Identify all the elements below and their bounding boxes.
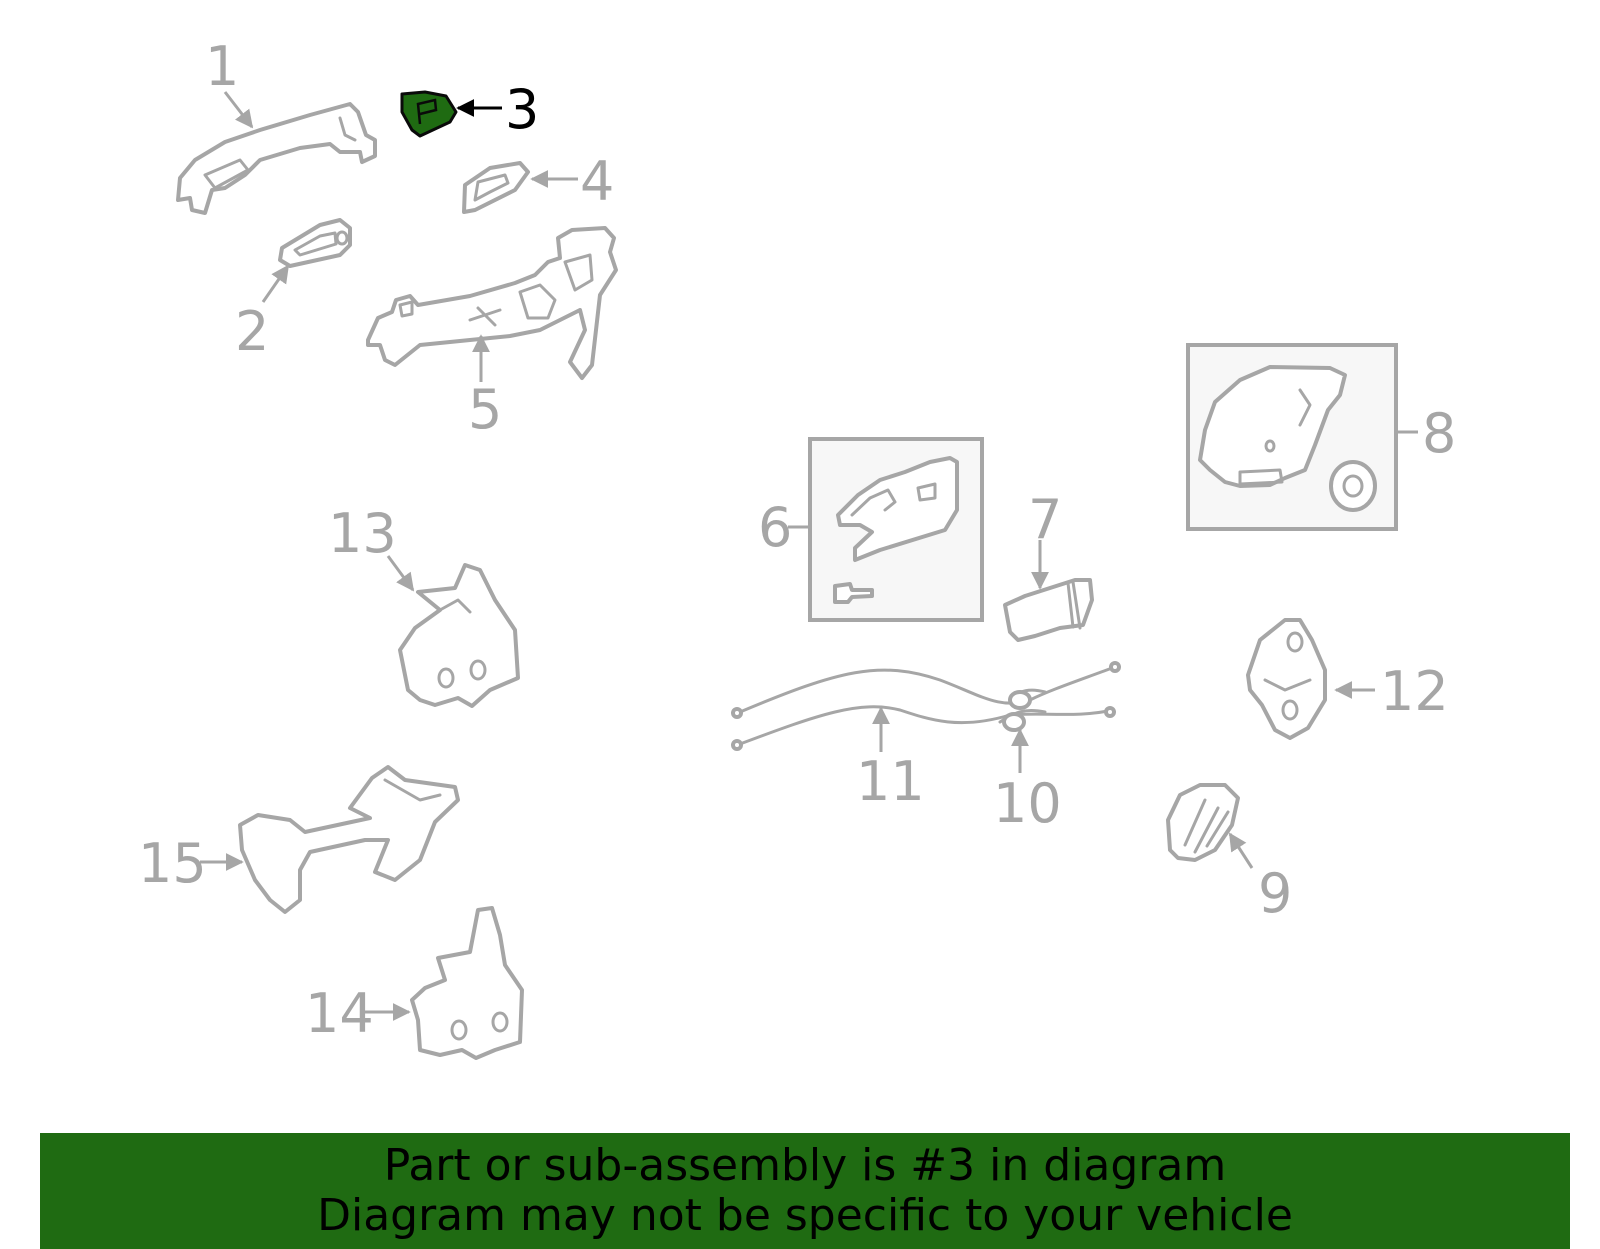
part-2-pad[interactable] — [278, 218, 352, 268]
callout-3: 3 — [505, 78, 539, 141]
part-4-pad[interactable] — [462, 161, 530, 214]
callout-9: 9 — [1258, 862, 1292, 925]
part-9-bumper[interactable] — [1166, 783, 1240, 862]
banner-line-1: Part or sub-assembly is #3 in diagram — [383, 1140, 1227, 1191]
callout-5: 5 — [468, 378, 502, 441]
part-12-striker[interactable] — [1246, 618, 1327, 740]
callout-14: 14 — [305, 982, 374, 1045]
info-banner: Part or sub-assembly is #3 in diagram Di… — [40, 1133, 1570, 1249]
callout-15: 15 — [138, 832, 207, 895]
callout-11: 11 — [856, 750, 925, 813]
callout-13: 13 — [328, 502, 397, 565]
callout-1: 1 — [205, 35, 239, 98]
part-6-lock-cylinder-kit[interactable] — [833, 456, 959, 604]
part-1-outside-handle[interactable] — [176, 102, 377, 215]
callout-10: 10 — [993, 772, 1062, 835]
part-5-handle-frame[interactable] — [366, 226, 618, 380]
callout-8: 8 — [1422, 402, 1456, 465]
part-8-lock-assembly[interactable] — [1198, 365, 1377, 512]
part-13-hinge[interactable] — [398, 563, 520, 708]
callout-12: 12 — [1380, 660, 1449, 723]
callout-4: 4 — [580, 150, 614, 213]
callout-6: 6 — [758, 496, 792, 559]
part-7-cap[interactable] — [1003, 578, 1094, 642]
callout-7: 7 — [1028, 488, 1062, 551]
parts-diagram: 1 2 3 4 5 6 7 — [138, 35, 1456, 1060]
banner-line-2: Diagram may not be specific to your vehi… — [317, 1190, 1293, 1241]
part-3-handle-cap[interactable] — [400, 90, 458, 138]
part-11-cable[interactable] — [731, 661, 1121, 751]
part-14-hinge[interactable] — [410, 906, 524, 1060]
callout-2: 2 — [235, 300, 269, 363]
part-15-check[interactable] — [238, 765, 460, 914]
